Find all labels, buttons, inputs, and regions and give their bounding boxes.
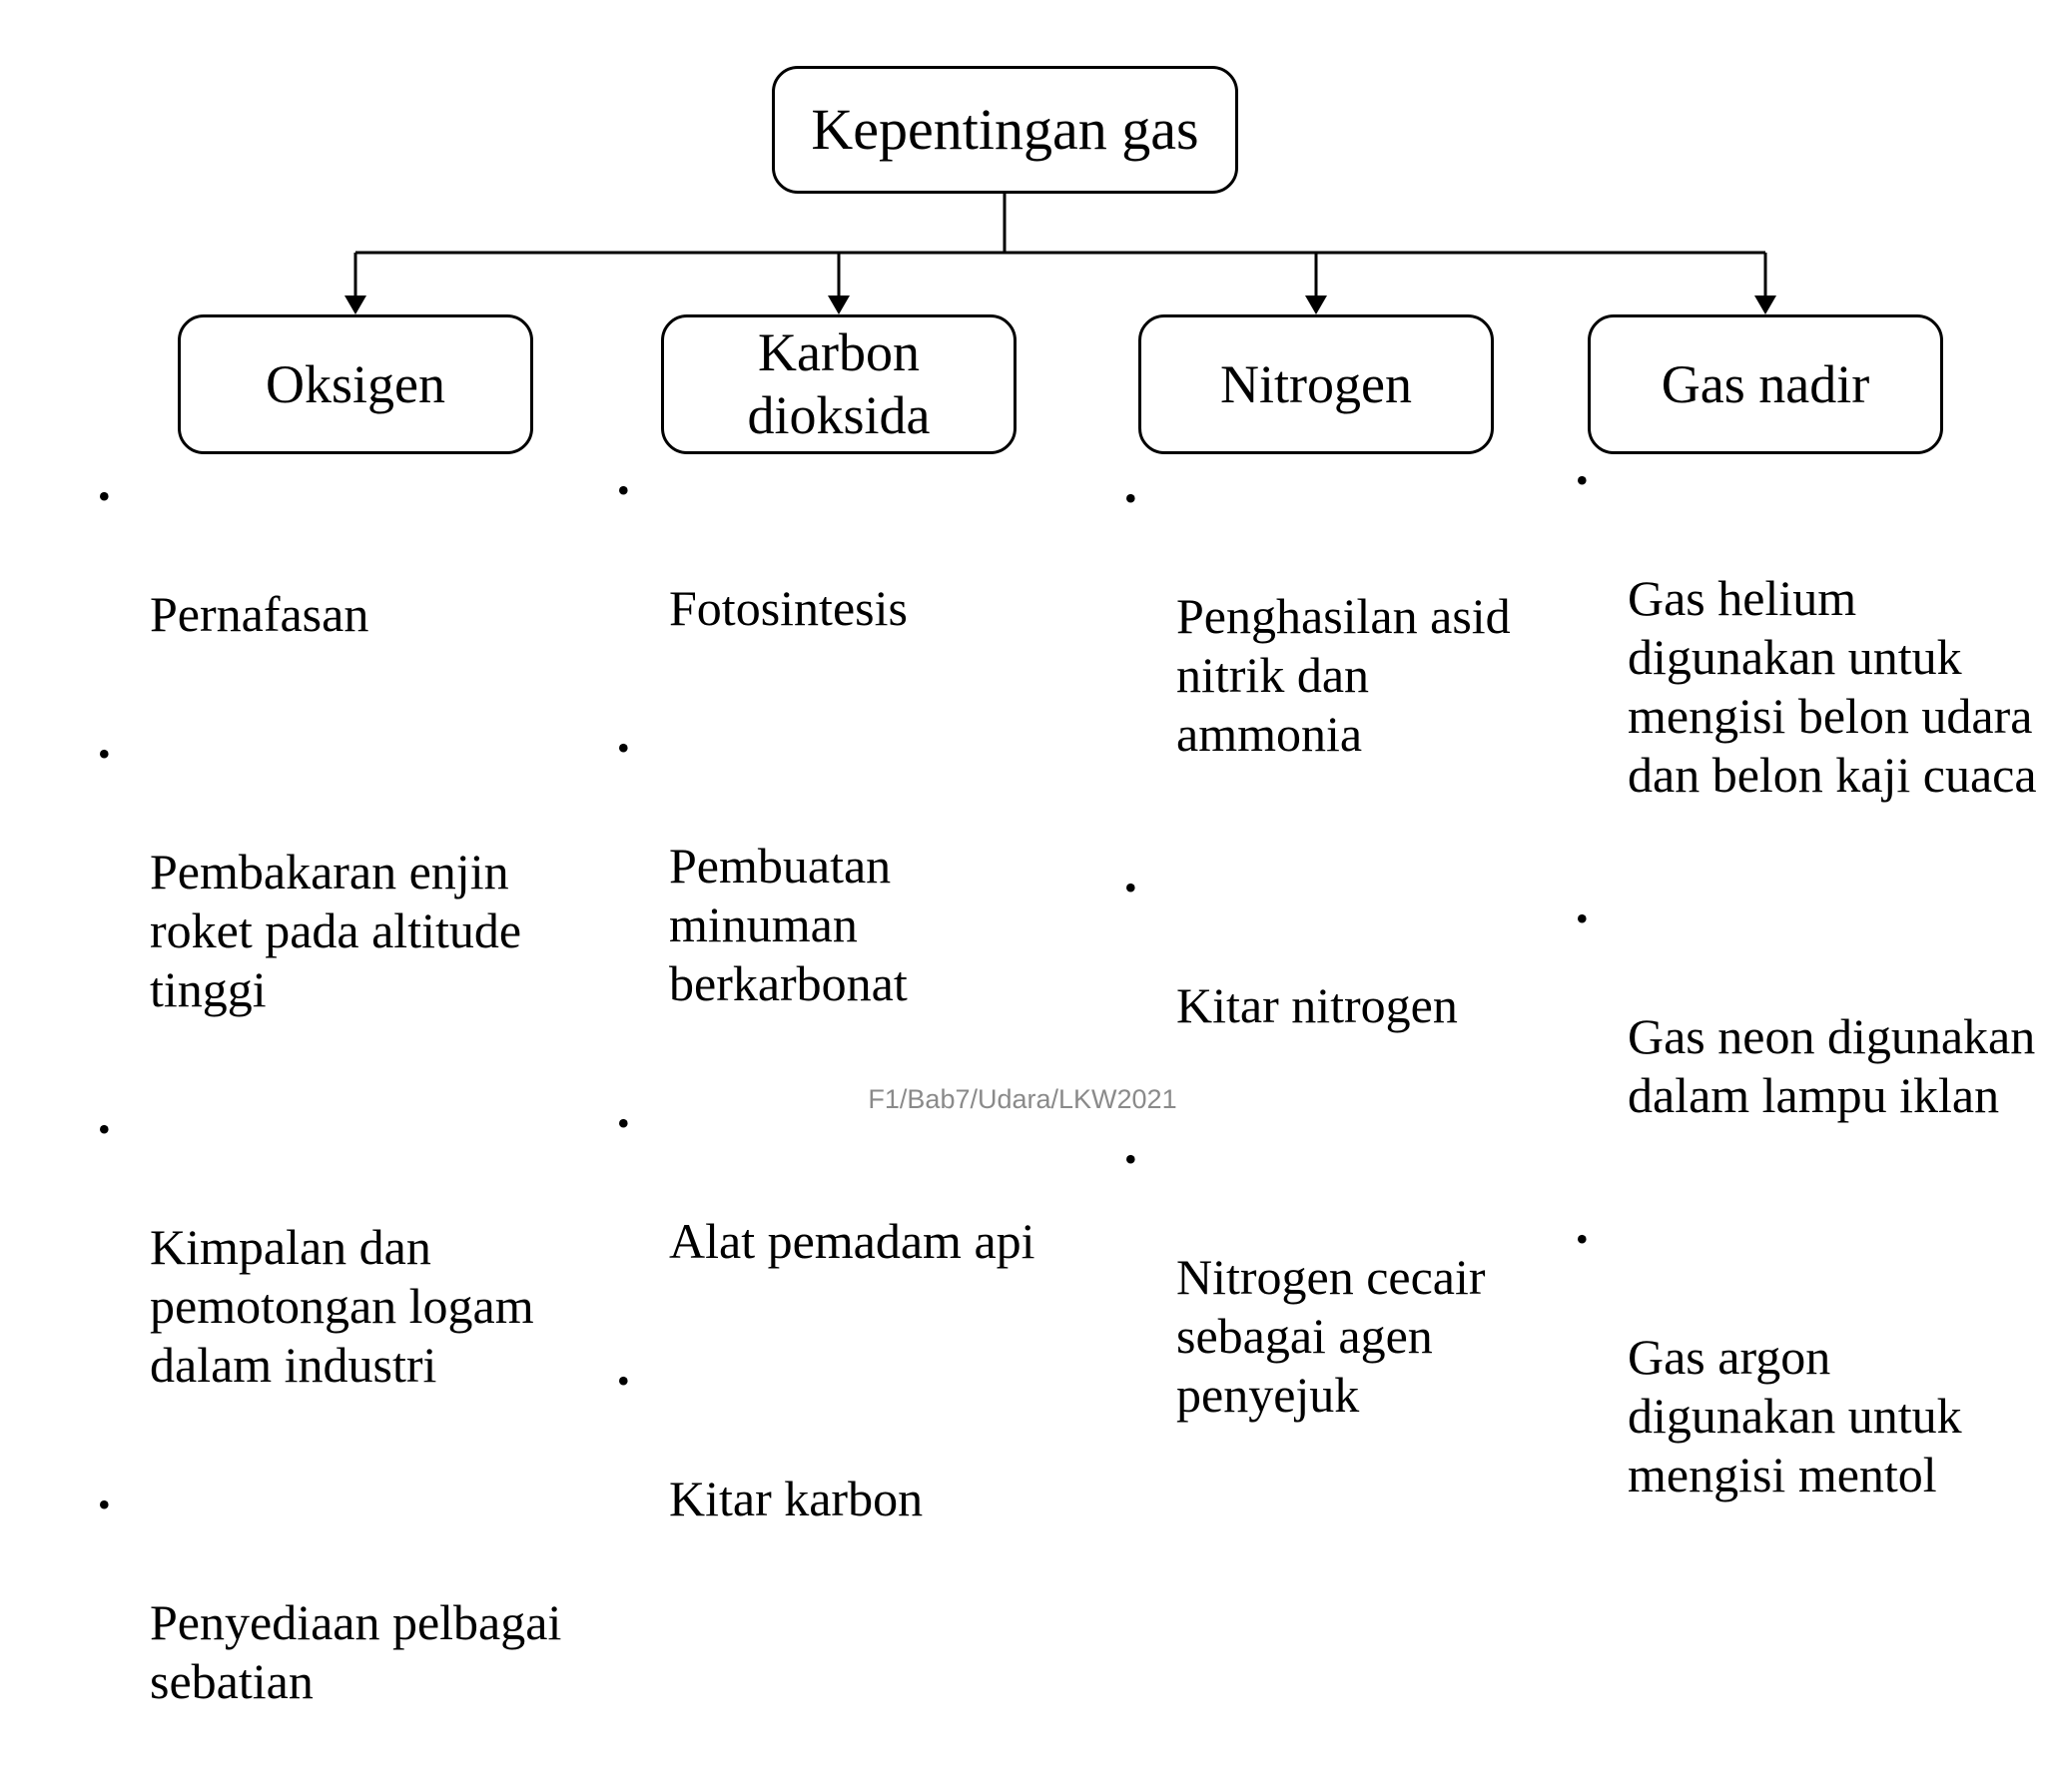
arrowhead-icon <box>828 296 850 314</box>
node-gas-nadir: Gas nadir <box>1588 314 1943 454</box>
list-item: • Kimpalan dan pemotongan logam dalam in… <box>92 1100 591 1454</box>
list-item-text: Kitar nitrogen <box>1176 977 1458 1033</box>
list-item: • Nitrogen cecair sebagai agen penyejuk <box>1118 1130 1558 1484</box>
bullet-icon: • <box>98 734 111 774</box>
list-item: • Fotosintesis <box>611 461 1090 697</box>
list-item: • Alat pemadam api <box>611 1094 1090 1330</box>
bullet-icon: • <box>1124 1139 1137 1179</box>
gas-nadir-bullet-list: • Gas helium digunakan untuk mengisi bel… <box>1570 451 2045 1589</box>
list-item: • Pembuatan minuman berkarbonat <box>611 719 1090 1072</box>
list-item-text: Penyediaan pelbagai sebatian <box>150 1594 562 1709</box>
connector-lines <box>344 194 1776 314</box>
root-label: Kepentingan gas <box>811 97 1199 163</box>
branch-label: Karbon dioksida <box>747 322 931 445</box>
list-item-text: Kitar karbon <box>669 1471 924 1526</box>
node-nitrogen: Nitrogen <box>1138 314 1494 454</box>
list-item: • Pembakaran enjin roket pada altitude t… <box>92 725 591 1078</box>
list-item: • Penyediaan pelbagai sebatian <box>92 1476 591 1770</box>
branch-label: Nitrogen <box>1220 353 1412 414</box>
list-item: • Kitar nitrogen <box>1118 859 1558 1094</box>
bullet-icon: • <box>98 476 111 516</box>
node-karbon-dioksida: Karbon dioksida <box>661 314 1017 454</box>
list-item-text: Penghasilan asid nitrik dan ammonia <box>1176 588 1511 762</box>
slide: { "slide": { "background": "#ffffff", "b… <box>98 66 2037 1709</box>
list-item: • Gas argon digunakan untuk mengisi ment… <box>1570 1210 2045 1563</box>
bullet-icon: • <box>617 728 630 768</box>
list-item: • Penghasilan asid nitrik dan ammonia <box>1118 469 1558 823</box>
node-kepentingan-gas: Kepentingan gas <box>772 66 1238 194</box>
arrowhead-icon <box>1305 296 1327 314</box>
slide-footer-reference: F1/Bab7/Udara/LKW2021 <box>868 1084 1177 1114</box>
list-item: • Kitar karbon <box>611 1352 1090 1587</box>
list-item-text: Pernafasan <box>150 586 369 642</box>
karbon-dioksida-bullet-list: • Fotosintesis • Pembuatan minuman berka… <box>611 461 1090 1609</box>
list-item-text: Fotosintesis <box>669 580 908 636</box>
branch-label: Gas nadir <box>1661 353 1870 414</box>
list-item: • Gas neon digunakan dalam lampu iklan <box>1570 890 2045 1184</box>
node-oksigen: Oksigen <box>178 314 533 454</box>
bullet-icon: • <box>1576 898 1589 938</box>
bullet-icon: • <box>617 1103 630 1143</box>
bullet-icon: • <box>1576 1219 1589 1259</box>
list-item-text: Pembakaran enjin roket pada altitude tin… <box>150 844 522 1017</box>
oksigen-bullet-list: • Pernafasan • Pembakaran enjin roket pa… <box>92 467 591 1792</box>
list-item-text: Gas neon digunakan dalam lampu iklan <box>1628 1008 2036 1123</box>
bullet-icon: • <box>617 470 630 510</box>
list-item-text: Gas argon digunakan untuk mengisi mentol <box>1628 1329 1962 1502</box>
nitrogen-bullet-list: • Penghasilan asid nitrik dan ammonia • … <box>1118 469 1558 1519</box>
bullet-icon: • <box>1124 478 1137 518</box>
bullet-icon: • <box>1576 460 1589 500</box>
bullet-icon: • <box>1124 868 1137 907</box>
list-item: • Pernafasan <box>92 467 591 703</box>
arrowhead-icon <box>1754 296 1776 314</box>
list-item-text: Pembuatan minuman berkarbonat <box>669 838 908 1011</box>
list-item-text: Alat pemadam api <box>669 1213 1035 1269</box>
bullet-icon: • <box>617 1361 630 1401</box>
list-item-text: Kimpalan dan pemotongan logam dalam indu… <box>150 1219 534 1393</box>
bullet-icon: • <box>98 1485 111 1524</box>
branch-label: Oksigen <box>266 353 445 414</box>
list-item-text: Nitrogen cecair sebagai agen penyejuk <box>1176 1249 1486 1423</box>
list-item: • Gas helium digunakan untuk mengisi bel… <box>1570 451 2045 864</box>
arrowhead-icon <box>344 296 366 314</box>
bullet-icon: • <box>98 1109 111 1149</box>
list-item-text: Gas helium digunakan untuk mengisi belon… <box>1628 570 2037 803</box>
